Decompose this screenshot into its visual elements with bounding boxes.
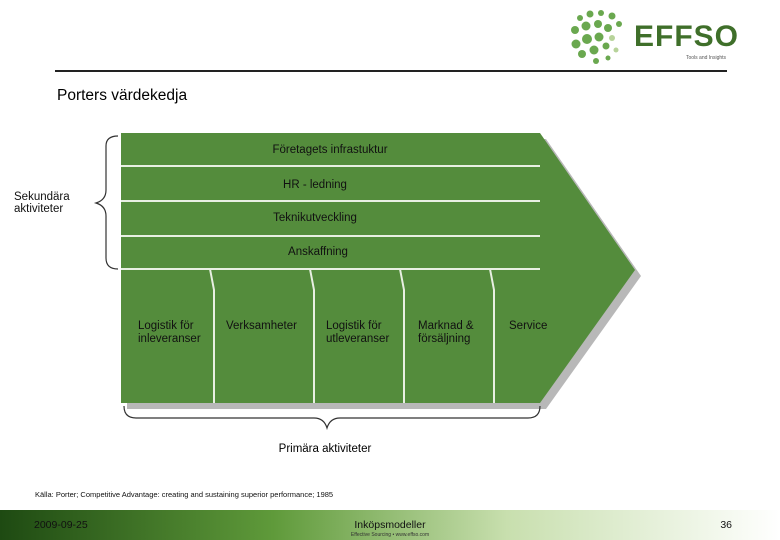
header-divider <box>55 70 727 72</box>
primary-divider <box>309 268 315 403</box>
source-note: Källa: Porter; Competitive Advantage: cr… <box>35 490 334 499</box>
primary-activities-label: Primära aktiviteter <box>278 443 372 455</box>
footer-date: 2009-09-25 <box>34 519 88 531</box>
page-number: 36 <box>720 519 732 531</box>
primary-divider <box>489 268 495 403</box>
logo-tagline: Tools and Insights <box>686 55 727 61</box>
primary-marketing-label: Marknad & försäljning <box>418 320 474 345</box>
secondary-brace <box>93 135 119 270</box>
page-title: Porters värdekedja <box>57 87 188 104</box>
primary-inbound-label: Logistik för inleveranser <box>138 320 201 345</box>
primary-operations-label: Verksamheter <box>226 320 297 332</box>
footer-bar: 2009-09-25 Inköpsmodeller Effective Sour… <box>0 510 780 540</box>
secondary-activities-label: Sekundära aktiviteter <box>14 191 70 215</box>
footer-title: Inköpsmodeller <box>354 519 426 531</box>
support-procurement-label: Anskaffning <box>288 246 348 258</box>
primary-divider <box>209 268 215 403</box>
support-infrastructure-label: Företagets infrastuktur <box>272 144 388 156</box>
support-hr-label: HR - ledning <box>283 179 347 191</box>
primary-brace <box>123 405 541 431</box>
support-technology-label: Teknikutveckling <box>273 212 357 224</box>
primary-service-label: Service <box>509 320 548 332</box>
logo-wordmark: EFFSO <box>634 20 740 53</box>
effso-logo-icon <box>571 10 622 64</box>
footer-subtitle: Effective Sourcing • www.effso.com <box>350 532 430 538</box>
primary-divider <box>399 268 405 403</box>
primary-outbound-label: Logistik för utleveranser <box>326 320 390 345</box>
